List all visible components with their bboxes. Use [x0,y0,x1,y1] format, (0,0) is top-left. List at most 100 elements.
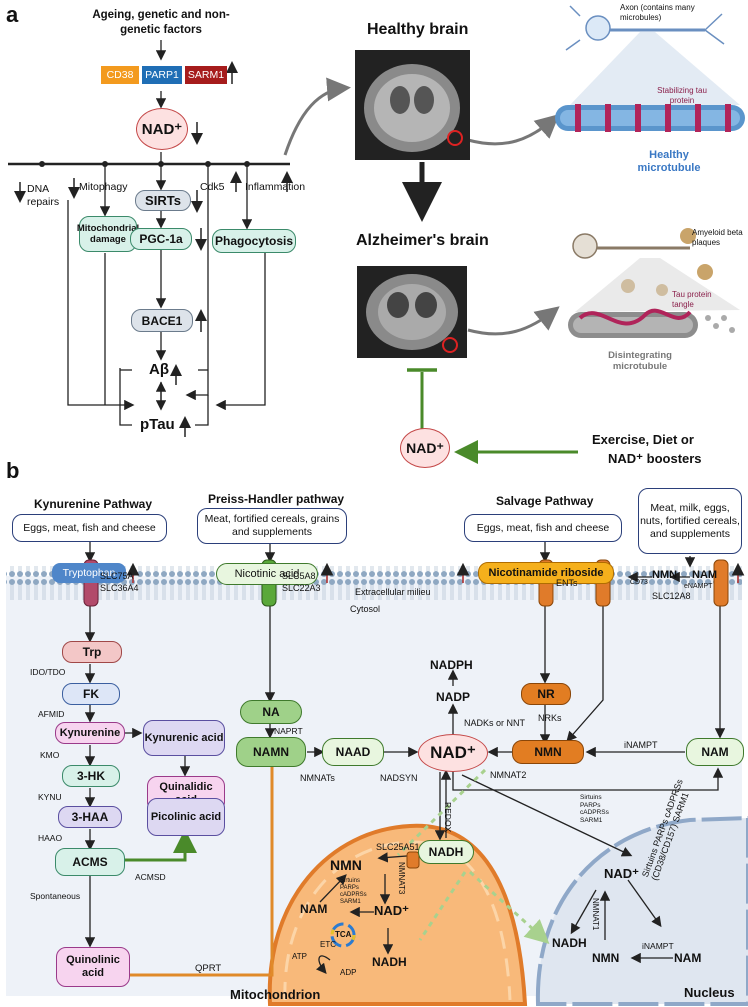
naad-node: NAAD [322,738,384,766]
panel-a-trend-arrows [14,61,293,437]
namn-node: NAMN [236,737,306,767]
nmnat1-label: NMNAT1 [591,898,600,931]
slc22a3-label: SLC22A3 [282,583,321,593]
panel-a-connectors [8,40,578,464]
nucleus-illustration [535,815,748,1006]
cytosol-label: Cytosol [350,604,381,614]
nmnat3-label: NMNAT3 [397,862,406,895]
nmnat2-label: NMNAT2 [490,770,527,780]
3-haa-node: 3-HAA [58,806,122,828]
kynu-label: KYNU [38,792,62,802]
redox-label: REDOX [443,802,453,833]
nadph-label: NADPH [430,658,473,672]
healthy-brain-scan [355,50,470,160]
nadh-node: NADH [418,840,474,864]
healthy-brain-title: Healthy brain [367,21,469,38]
nmn-node: NMN [512,740,584,764]
nmnats-label: NMNATs [300,773,335,783]
mito-nmn-label: NMN [330,857,362,873]
nucleus-nadh-label: NADH [552,936,587,950]
healthy-neuron-illustration [555,5,745,132]
nad-node-b: NAD⁺ [418,734,488,772]
cd73-label: CD73 [630,579,648,586]
exercise-diet-label: Exercise, Diet or [592,432,694,447]
naprt-label: NAPRT [274,726,303,736]
nadks-label: NADKs or NNT [464,718,526,728]
increase-arrows [126,562,745,583]
acms-node: ACMS [55,848,125,876]
slc12a8-label: SLC12A8 [652,591,691,601]
spontaneous-label: Spontaneous [30,891,81,901]
nadp-label: NADP [436,690,471,704]
parp1-badge: PARP1 [142,66,182,84]
pgc-1a-node: PGC-1a [130,228,192,250]
tryptophan-node: Tryptophan [52,563,126,583]
mitochondrion-label: Mitochondrion [230,987,321,1002]
nr-node: NR [521,683,571,705]
nicotinic-acid-node: Nicotinic acid [216,563,318,585]
trp-node: Trp [62,641,122,663]
alzheimers-brain-scan [357,266,467,358]
stabilizing-tau-label: Stabilizing tau protein [657,86,707,105]
nad-node-a: NAD⁺ [136,108,188,150]
kynurenine-node: Kynurenine [55,722,125,744]
bace1-node: BACE1 [131,309,193,332]
mito-consumers-label: Sirtuins PARPs cADPRSs SARM1 [340,878,367,905]
slc25a51-label: SLC25A51 [376,842,420,852]
sarm1-badge: SARM1 [185,66,227,84]
qprt-label: QPRT [195,963,222,974]
kynurenine-pathway-title: Kynurenine Pathway [34,497,153,511]
ido-tdo-label: IDO/TDO [30,667,66,677]
mito-nam-label: NAM [300,902,328,916]
fk-node: FK [62,683,120,705]
panel-b-label: b [6,458,20,483]
nrks-label: NRKs [538,713,562,723]
nucleus-nmn-label: NMN [592,951,620,965]
cdk5-label: Cdk5 [200,181,225,193]
slc5a8-label: SLC5A8 [282,571,316,581]
cd38-badge: CD38 [101,66,139,84]
disintegrating-microtubule-label: Disintegrating microtubule [608,350,672,372]
extracellular-nmn-label: NMN [652,569,678,581]
quinolinic-acid-node: Quinolinic acid [56,947,130,987]
nucleus-nam-label: NAM [674,951,702,965]
nucleus-nad-label: NAD⁺ [604,866,640,881]
mitochondrial-damage-node: Mitochondrial damage [77,216,139,252]
abeta-label: Aβ [149,361,169,378]
acmsd-label: ACMSD [135,872,166,882]
inflammation-label: Inflammation [245,181,306,193]
nam-node: NAM [686,738,744,766]
kynurenic-acid-node: Kynurenic acid [143,720,225,756]
afmid-label: AFMID [38,709,65,719]
extracellular-milieu-label: Extracellular milieu [355,587,431,597]
enampt-label: eNAMPT [684,583,713,590]
healthy-microtubule-label: Healthy microtubule [637,149,701,174]
tau-tangle-label: Tau protein tangle [672,290,712,309]
nucleus-label: Nucleus [684,985,735,1000]
na-node: NA [240,700,302,724]
nad-booster-node: NAD⁺ [400,428,450,468]
kynurenine-diet-source: Eggs, meat, fish and cheese [12,514,167,542]
slc36a4-label: SLC36A4 [100,583,139,593]
extracellular-nam-label: NAM [692,569,718,581]
slc75a-label: SLC75A [100,571,134,581]
axon-note: Axon (contains many microbules) [620,3,695,22]
nicotinamide-riboside-node: Nicotinamide riboside [478,562,614,584]
mito-nad-label: NAD⁺ [374,903,410,918]
adp-label: ADP [340,968,357,977]
nad-boosters-label: NAD⁺ boosters [608,451,702,466]
inampt-label: iNAMPT [624,740,658,750]
ageing-factors-title: Ageing, genetic and non-genetic factors [92,9,230,36]
kmo-label: KMO [40,750,60,760]
mitophagy-label: Mitophagy [79,181,128,193]
preiss-handler-title: Preiss-Handler pathway [208,492,345,506]
nam-diet-source: Meat, milk, eggs, nuts, fortified cereal… [638,488,742,554]
3-hk-node: 3-HK [62,765,120,787]
mito-nadh-label: NADH [372,955,407,969]
sirts-node: SIRTs [135,190,191,211]
ptau-label: pTau [140,416,175,433]
atp-label: ATP [292,952,307,961]
salvage-diet-source: Eggs, meat, fish and cheese [464,514,622,542]
salvage-pathway-title: Salvage Pathway [496,494,594,508]
